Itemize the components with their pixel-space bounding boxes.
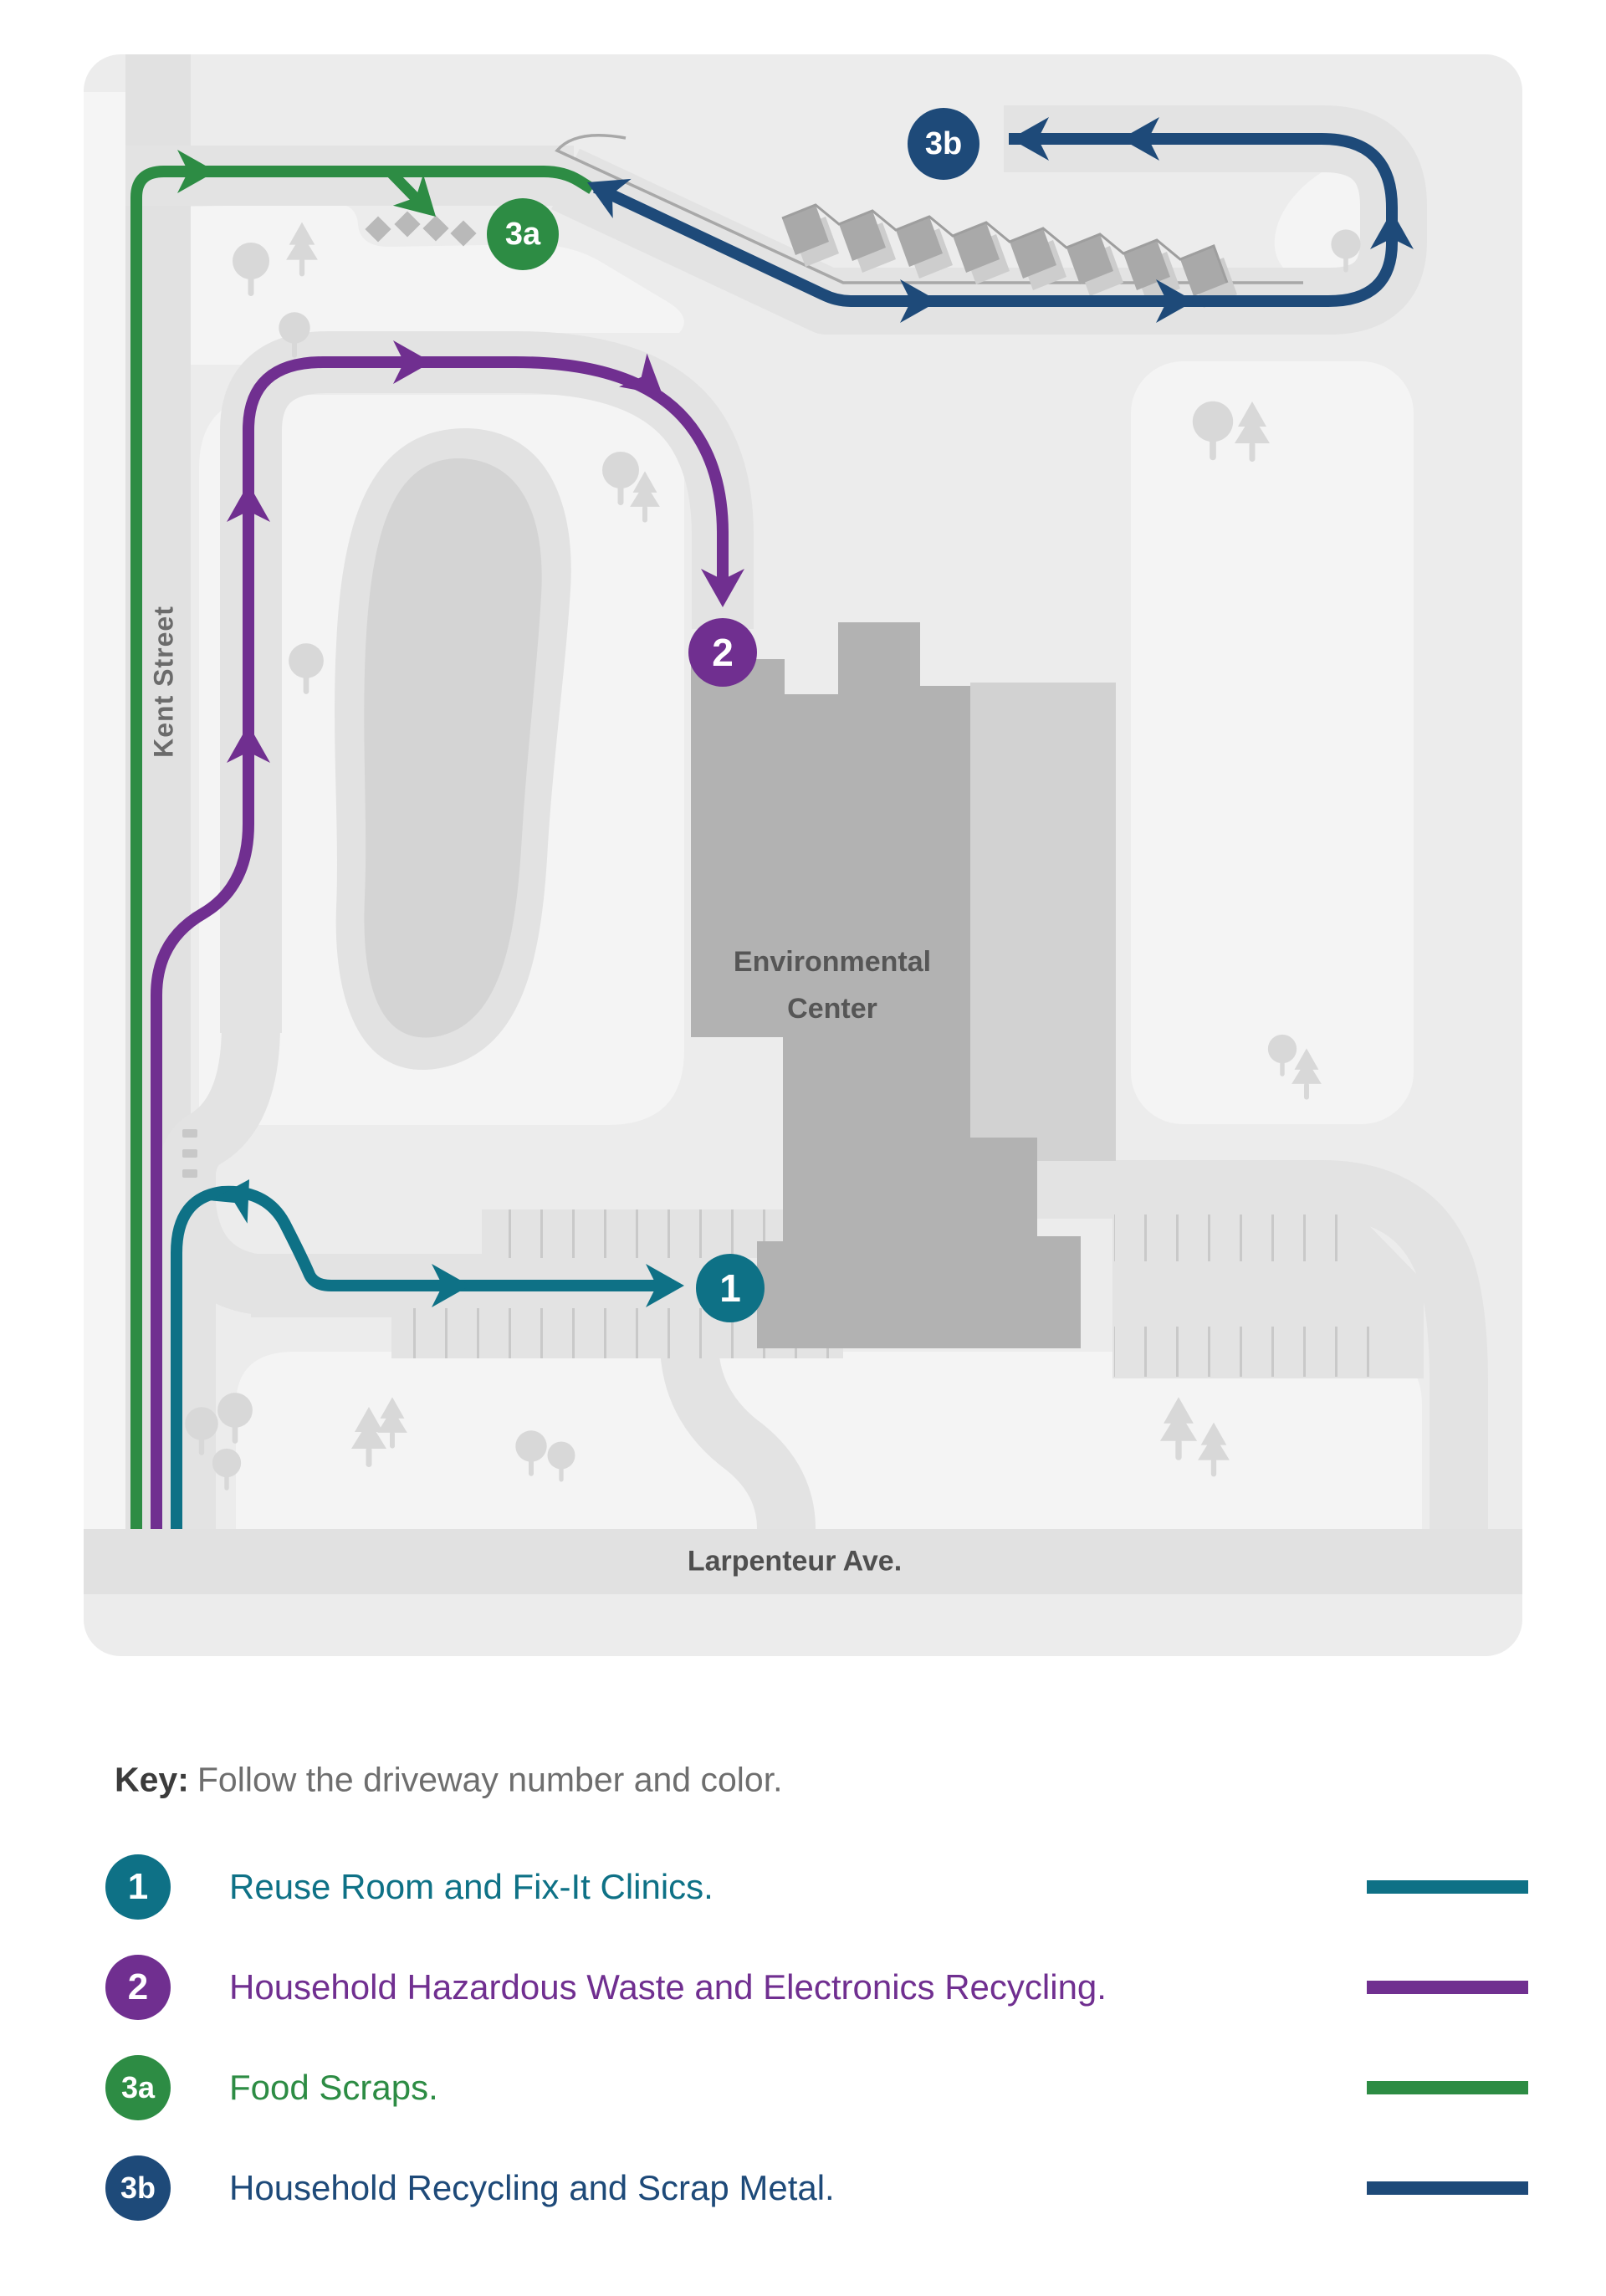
environmental-center-building: [691, 622, 1116, 1348]
key-title: Key:Follow the driveway number and color…: [115, 1761, 783, 1800]
parking-lots: [391, 1209, 1424, 1378]
key-label-3b: Household Recycling and Scrap Metal.: [229, 2168, 835, 2207]
key-title-text: Follow the driveway number and color.: [197, 1760, 783, 1799]
pond: [335, 427, 571, 1071]
key-badge-3b: 3b: [105, 2155, 171, 2221]
key-label-1: Reuse Room and Fix-It Clinics.: [229, 1867, 713, 1906]
route-1-teal: [171, 1168, 684, 1529]
key-swatch-3a: [1367, 2081, 1528, 2094]
solar-canopy-array: [555, 133, 1303, 308]
key-badge-3a: 3a: [105, 2055, 171, 2120]
key-swatch-2: [1367, 1981, 1528, 1994]
building-main: [691, 622, 1081, 1348]
route-2-purple: [151, 340, 744, 1529]
key-title-bold: Key:: [115, 1760, 189, 1799]
route-3a-green: [130, 150, 596, 1529]
key-swatch-1: [1367, 1880, 1528, 1894]
key-badge-1: 1: [105, 1854, 171, 1920]
route-3b-blue: [578, 117, 1414, 323]
building-annex: [970, 683, 1116, 1161]
key-badge-2: 2: [105, 1955, 171, 2020]
gate-marks: [182, 1129, 197, 1178]
key-label-3a: Food Scraps.: [229, 2068, 438, 2107]
key-label-2: Household Hazardous Waste and Electronic…: [229, 1967, 1107, 2007]
larpenteur-ave-road: [84, 1529, 1522, 1594]
key-swatch-3b: [1367, 2181, 1528, 2195]
